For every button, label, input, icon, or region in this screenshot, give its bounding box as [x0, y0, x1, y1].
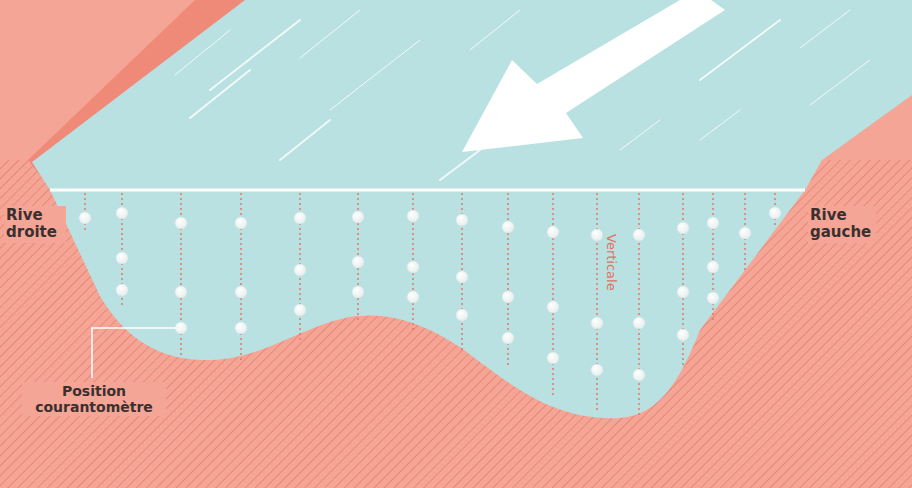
- meter-position: [294, 212, 306, 224]
- meter-position: [677, 286, 689, 298]
- meter-position: [633, 317, 645, 329]
- meter-position: [116, 284, 128, 296]
- streak: [700, 20, 780, 80]
- meter-position: [591, 229, 603, 241]
- meter-position: [633, 369, 645, 381]
- meter-position: [352, 286, 364, 298]
- meter-position: [407, 291, 419, 303]
- streak: [470, 10, 520, 50]
- meter-position: [707, 292, 719, 304]
- meter-position: [175, 286, 187, 298]
- meter-position: [707, 217, 719, 229]
- flow-arrow: [462, 0, 725, 152]
- streak: [810, 60, 870, 105]
- meter-position: [547, 301, 559, 313]
- meter-position: [591, 364, 603, 376]
- streak: [210, 20, 300, 90]
- meter-position: [175, 217, 187, 229]
- meter-position: [502, 221, 514, 233]
- water-surface: [32, 0, 912, 190]
- meter-position: [235, 286, 247, 298]
- streak: [330, 40, 420, 110]
- meter-position: [294, 264, 306, 276]
- meter-position: [739, 227, 751, 239]
- meter-position: [502, 332, 514, 344]
- streak: [190, 70, 250, 118]
- vertical-line: [596, 193, 598, 410]
- water-line: [50, 189, 805, 192]
- meter-position: [677, 222, 689, 234]
- meter-position: [116, 252, 128, 264]
- streak: [700, 110, 740, 140]
- streak: [620, 120, 660, 150]
- meter-position: [633, 229, 645, 241]
- meter-position: [235, 322, 247, 334]
- meter-position: [547, 352, 559, 364]
- bank-label: Rive droite: [4, 206, 66, 243]
- meter-position: [79, 212, 91, 224]
- meter-position: [591, 317, 603, 329]
- meter-position: [677, 329, 689, 341]
- vertical-line: [84, 193, 86, 230]
- meter-position: [175, 322, 187, 334]
- meter-position: [235, 217, 247, 229]
- meter-position: [707, 261, 719, 273]
- meter-position: [456, 309, 468, 321]
- vertical-line: [638, 193, 640, 416]
- streak: [300, 10, 360, 58]
- meter-position: [352, 211, 364, 223]
- meter-position: [116, 207, 128, 219]
- meter-position: [407, 210, 419, 222]
- meter-position: [502, 291, 514, 303]
- meter-position: [456, 214, 468, 226]
- meter-position: [407, 261, 419, 273]
- streak: [800, 10, 850, 48]
- vertical-line: [552, 193, 554, 395]
- leader-line: [92, 328, 176, 378]
- streak: [440, 150, 480, 180]
- meter-position: [294, 304, 306, 316]
- bank-label: Rive gauche: [808, 206, 876, 243]
- meter-position: [352, 256, 364, 268]
- meter-position: [456, 271, 468, 283]
- callout-label: Position courantomètre: [22, 382, 166, 416]
- vertical-label: Verticale: [603, 232, 620, 293]
- verticals: [79, 193, 781, 416]
- meter-position: [547, 226, 559, 238]
- streak: [175, 30, 230, 75]
- streak: [280, 120, 330, 160]
- riverbed-ground: [0, 160, 912, 488]
- meter-position: [769, 207, 781, 219]
